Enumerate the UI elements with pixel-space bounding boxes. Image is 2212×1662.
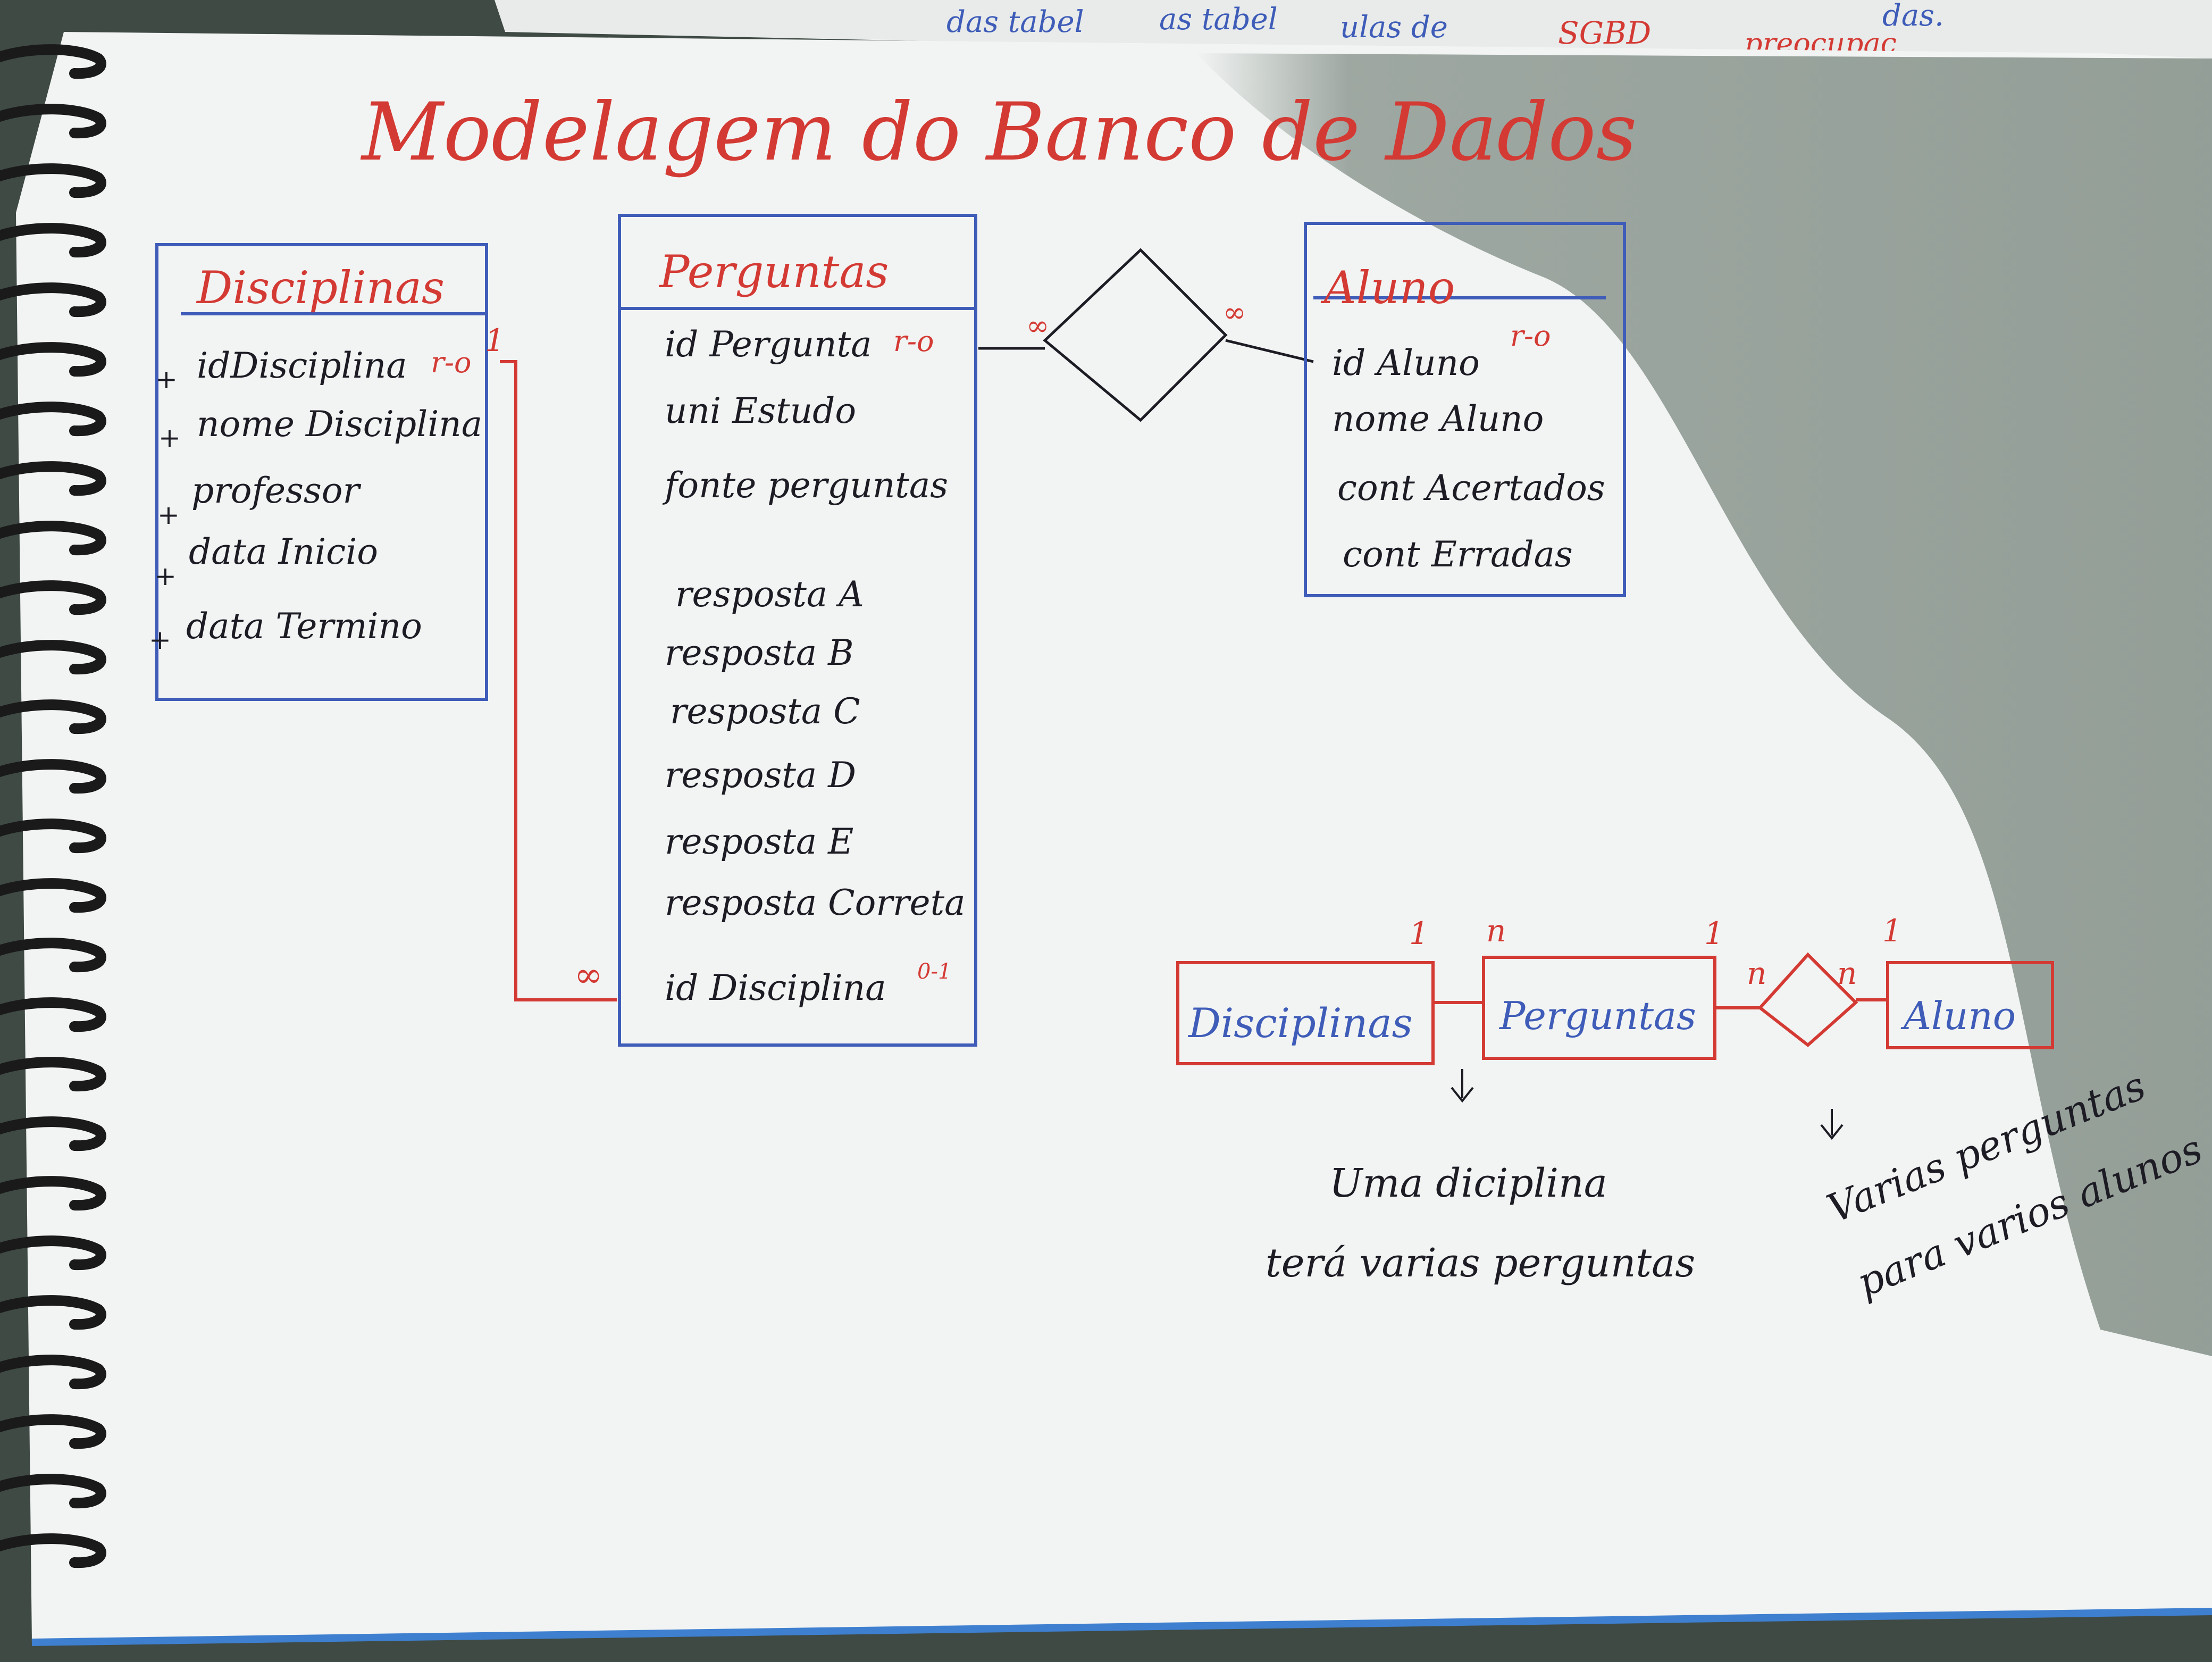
- spiral-ring: [0, 1176, 106, 1211]
- field-aluno-1: nome Aluno: [1332, 398, 1544, 439]
- summary-diagram: Disciplinas Perguntas Aluno 1 n 1 n n 1: [1176, 913, 2054, 1140]
- bg-fragment-5: ulas de: [1340, 10, 1448, 45]
- field-disc-4: data Termino: [186, 606, 422, 647]
- spiral-ring: [0, 402, 106, 437]
- card-perg-many: ∞: [1026, 310, 1049, 342]
- spiral-ring: [0, 1235, 106, 1271]
- disc-plus-3: +: [154, 561, 177, 591]
- page-title: Modelagem do Banco de Dados: [360, 86, 1637, 179]
- disc-plus-2: +: [157, 499, 180, 530]
- spiral-ring: [0, 521, 106, 556]
- fk-marker-perguntas: 0-1: [917, 959, 951, 984]
- table-aluno: Aluno id Aluno nome Aluno cont Acertados…: [1304, 222, 1626, 597]
- field-disc-2: professor: [191, 470, 361, 511]
- field-perg-7: resposta E: [665, 821, 853, 862]
- spiral-ring: [0, 461, 106, 496]
- relation-disc-perg: 1 ∞: [485, 322, 617, 1001]
- spiral-ring: [0, 878, 106, 913]
- table-name-disciplinas: Disciplinas: [196, 262, 445, 314]
- spiral-ring: [0, 640, 106, 675]
- summary-diamond: [1757, 952, 1858, 1047]
- bg-fragment-2: das tabel: [946, 5, 1084, 39]
- spiral-ring: [0, 699, 106, 734]
- field-perg-1: uni Estudo: [665, 390, 856, 431]
- paper-sheet: [16, 32, 2212, 1643]
- card-sum-diamond-left: n: [1747, 955, 1766, 991]
- spiral-ring: [0, 938, 106, 973]
- note-one-to-many-line-2: terá varias perguntas: [1266, 1240, 1695, 1286]
- field-perg-0: id Pergunta: [665, 324, 872, 365]
- field-aluno-3: cont Erradas: [1343, 534, 1573, 575]
- field-perg-5: resposta C: [670, 691, 860, 732]
- table-name-perguntas: Perguntas: [658, 246, 889, 298]
- spiral-ring: [0, 342, 106, 377]
- spiral-ring: [0, 44, 106, 79]
- spiral-ring: [0, 163, 106, 198]
- spiral-ring: [0, 1414, 106, 1449]
- card-sum-perg-left: n: [1486, 913, 1506, 949]
- spiral-binding: [0, 44, 106, 1568]
- disc-plus-0: +: [155, 364, 178, 395]
- spiral-ring: [0, 104, 106, 139]
- field-disc-0: idDisciplina: [197, 345, 407, 386]
- hand-shadow: [1196, 53, 2212, 1356]
- note-one-to-many-line-1: Uma diciplina: [1329, 1160, 1607, 1206]
- table-name-aluno: Aluno: [1320, 262, 1455, 314]
- field-disc-1: nome Disciplina: [197, 404, 482, 445]
- pk-marker-perguntas: r-o: [893, 324, 934, 358]
- field-perg-2: fonte perguntas: [662, 465, 948, 506]
- relationship-diamond: [1043, 248, 1228, 422]
- field-aluno-2: cont Acertados: [1337, 467, 1605, 508]
- card-aluno-many: ∞: [1223, 297, 1246, 329]
- table-disciplinas: Disciplinas idDisciplina nome Disciplina…: [149, 243, 488, 701]
- relation-perg-aluno: ∞ ∞: [978, 248, 1314, 422]
- spiral-ring: [0, 1533, 106, 1568]
- pk-marker-disciplinas: r-o: [431, 346, 472, 379]
- field-perg-8: resposta Correta: [665, 882, 965, 923]
- card-disc-many: ∞: [574, 956, 602, 995]
- spiral-ring: [0, 1057, 106, 1092]
- field-perg-3: resposta A: [675, 574, 864, 615]
- pk-marker-aluno: r-o: [1510, 319, 1551, 353]
- bg-fragment-6: das.: [1882, 0, 1944, 33]
- field-disc-3: data Inicio: [189, 531, 378, 572]
- svg-text:Aluno: Aluno: [1900, 993, 2016, 1038]
- spiral-ring: [0, 819, 106, 854]
- card-disc-one: 1: [485, 322, 505, 358]
- field-perg-9: id Disciplina: [665, 967, 886, 1008]
- summary-box-disciplinas: [1176, 961, 1435, 1065]
- bg-fragment-1: SGBD: [1558, 15, 1651, 51]
- spiral-ring: [0, 759, 106, 794]
- page-bottom-edge: [31, 1608, 2212, 1646]
- card-sum-aluno: 1: [1882, 913, 1902, 949]
- spiral-ring: [0, 1116, 106, 1151]
- bg-fragment-3: as tabel: [1159, 2, 1278, 37]
- field-aluno-0: id Aluno: [1332, 343, 1480, 383]
- spiral-ring: [0, 223, 106, 258]
- field-perg-4: resposta B: [665, 632, 854, 673]
- card-sum-perg-right: 1: [1704, 915, 1724, 951]
- spiral-ring: [0, 1474, 106, 1509]
- spiral-ring: [0, 282, 106, 318]
- card-sum-diamond-right: n: [1837, 955, 1857, 991]
- disc-plus-1: +: [158, 422, 181, 453]
- spiral-ring: [0, 580, 106, 615]
- disc-plus-4: +: [149, 624, 171, 655]
- spiral-ring: [0, 997, 106, 1032]
- spiral-ring: [0, 1355, 106, 1390]
- card-sum-disc: 1: [1409, 915, 1429, 951]
- svg-text:Disciplinas: Disciplinas: [1187, 999, 1413, 1047]
- table-perguntas: Perguntas id Pergunta uni Estudo fonte p…: [618, 214, 977, 1047]
- field-perg-6: resposta D: [665, 755, 856, 796]
- svg-text:Perguntas: Perguntas: [1498, 993, 1696, 1038]
- note-one-to-many: Uma diciplina terá varias perguntas: [1266, 1160, 1695, 1286]
- summary-box-aluno: [1886, 961, 2054, 1049]
- spiral-ring: [0, 1295, 106, 1330]
